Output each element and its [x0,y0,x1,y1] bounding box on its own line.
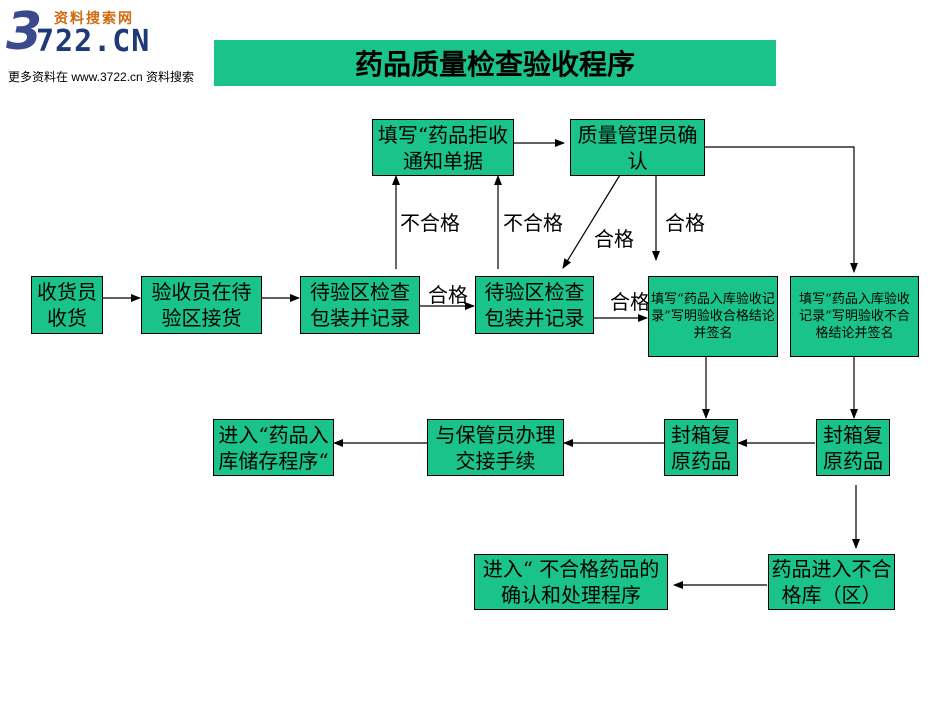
node-inspector-receive: 验收员在待验区接货 [141,276,262,334]
node-check-packaging-2: 待验区检查包装并记录 [475,276,594,334]
logo-digit: 3 [6,2,43,62]
node-record-fail: 填写“药品入库验收记录”写明验收不合格结论并签名 [790,276,919,357]
label-pass-3: 合格 [594,227,634,251]
logo-number: 722.CN [36,24,151,59]
logo-chinese-text: 资料搜索网 [54,11,134,27]
node-storage-procedure: 进入“药品入库储存程序“ [213,419,334,476]
node-unqualified-procedure: 进入“ 不合格药品的确认和处理程序 [474,554,668,610]
arrow-qm-to-check2 [562,169,624,269]
page-title: 药品质量检查验收程序 [214,40,776,86]
label-fail-1: 不合格 [400,211,460,235]
node-reject-notice: 填写“药品拒收通知单据 [372,119,514,176]
node-quality-manager-confirm: 质量管理员确认 [570,119,705,176]
node-handover: 与保管员办理交接手续 [427,419,564,476]
node-receive: 收货员收货 [31,276,103,334]
node-check-packaging-1: 待验区检查包装并记录 [300,276,420,334]
node-unqualified-store: 药品进入不合格库（区） [768,554,895,610]
node-record-pass: 填写“药品入库验收记录”写明验收合格结论并签名 [648,276,778,357]
node-reseal-pass: 封箱复原药品 [664,419,738,476]
label-pass-1: 合格 [428,283,468,307]
label-pass-2: 合格 [610,290,650,314]
site-logo[interactable]: 3 资料搜索网 722.CN 更多资料在 www.3722.cn 资料搜索 [4,2,214,84]
logo-tagline: 更多资料在 www.3722.cn 资料搜索 [8,70,195,84]
label-pass-4: 合格 [665,211,705,235]
node-reseal-fail: 封箱复原药品 [816,419,890,476]
arrow-qm-to-record-fail [705,146,858,273]
label-fail-2: 不合格 [503,211,563,235]
